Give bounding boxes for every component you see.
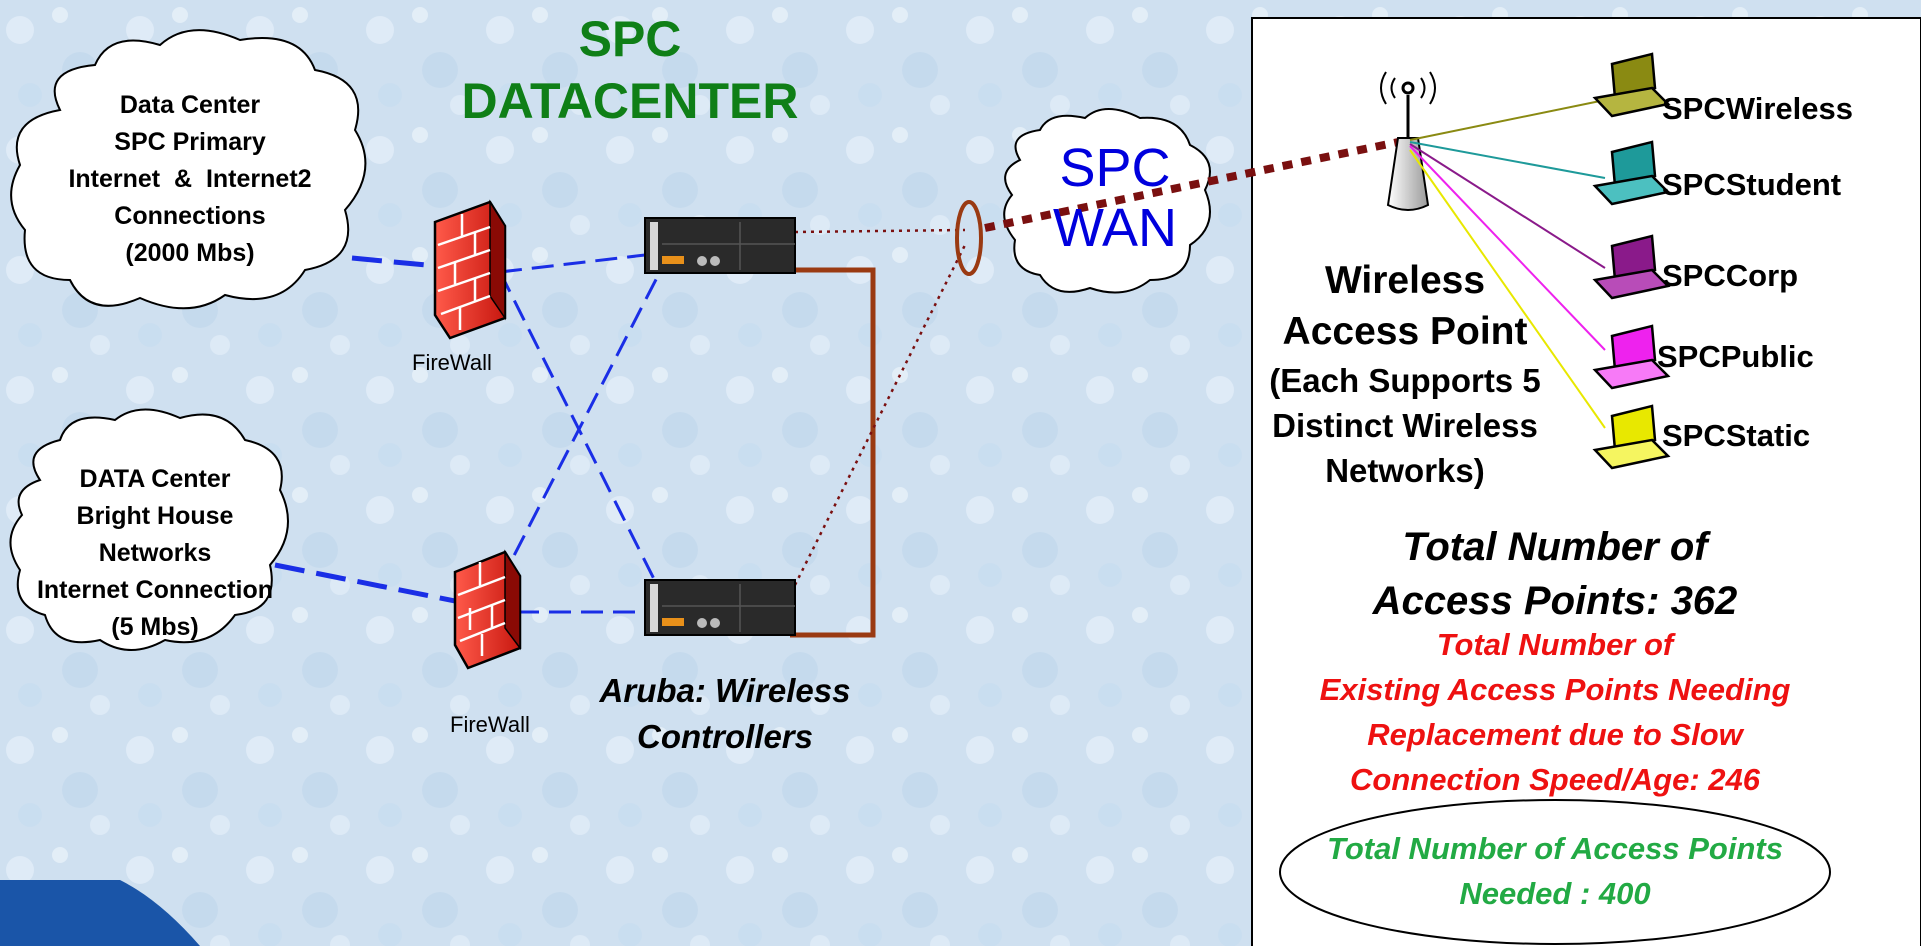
ap-links: [1409, 99, 1606, 429]
access-point-subtitle-line: (Each Supports 5: [1269, 362, 1541, 399]
laptop-spcstudent-icon: [1592, 140, 1671, 206]
cloud-wan-shape: [1003, 108, 1211, 294]
controller-1-icon: [644, 217, 796, 274]
access-point-subtitle-line: Networks): [1325, 452, 1485, 489]
cloud-primary-line: Connections: [114, 202, 266, 230]
network-label-spcstudent: SPCStudent: [1662, 167, 1842, 202]
cloud-primary-line: Data Center: [119, 91, 261, 119]
corner-decoration: [0, 880, 200, 946]
network-label-spcwireless: SPCWireless: [1662, 91, 1853, 126]
link-fw1-ctrl2: [498, 271, 664, 596]
link-brighthouse-firewall: [274, 562, 486, 610]
existing-line: Connection Speed/Age: 246: [1350, 762, 1760, 797]
title-line-1: SPC: [578, 11, 682, 67]
cloud-primary-line: (2000 Mbs): [125, 239, 255, 267]
cloud-primary-line: SPC Primary: [114, 128, 266, 156]
wan-line-1: SPC: [1059, 138, 1171, 198]
needed-line: Total Number of Access Points: [1327, 831, 1783, 866]
existing-line: Existing Access Points Needing: [1319, 672, 1791, 707]
controller-trunk: [790, 267, 876, 638]
access-point-icon: [1380, 71, 1436, 211]
access-point-title-line: Wireless: [1324, 259, 1486, 302]
access-point-title: Wireless Access Point: [1255, 255, 1555, 357]
firewall-primary-icon: [433, 199, 507, 340]
cloud-primary: Data Center SPC Primary Internet & Inter…: [40, 87, 340, 272]
link-wan-ap: [984, 136, 1409, 232]
link-fw1-ctrl1: [499, 253, 646, 274]
cloud-brighthouse-line: Internet Connection: [36, 576, 274, 604]
existing-line: Replacement due to Slow: [1367, 717, 1743, 752]
firewall-brighthouse-icon: [453, 549, 522, 670]
total-access-points: Total Number of Access Points: 362: [1305, 520, 1805, 628]
cloud-brighthouse: DATA Center Bright House Networks Intern…: [10, 461, 300, 646]
access-point-subtitle-line: Distinct Wireless: [1272, 407, 1538, 444]
controllers-label-line-2: Controllers: [636, 718, 814, 755]
total-access-points-line: Total Number of: [1402, 525, 1708, 569]
access-point-panel: [1251, 17, 1921, 946]
title-line-2: DATACENTER: [461, 73, 799, 129]
access-point-subtitle: (Each Supports 5 Distinct Wireless Netwo…: [1255, 358, 1555, 493]
network-label-spcpublic: SPCPublic: [1657, 339, 1814, 374]
controller-2-icon: [644, 579, 796, 636]
cloud-primary-shape: [10, 29, 367, 310]
laptop-spcwireless-icon: [1592, 52, 1671, 118]
access-point-title-line: Access Point: [1282, 310, 1528, 353]
firewall-primary-label: FireWall: [412, 350, 492, 375]
needed-ellipse: [1279, 799, 1831, 945]
laptop-spccorp-icon: [1592, 234, 1671, 300]
controllers-label: Aruba: Wireless Controllers: [590, 668, 860, 760]
firewall-brighthouse-label: FireWall: [450, 712, 530, 737]
laptop-spcstatic-icon: [1592, 404, 1671, 470]
page-title: SPC DATACENTER: [440, 8, 820, 132]
link-fw2-ctrl1: [483, 261, 667, 613]
network-label-spcstatic: SPCStatic: [1662, 418, 1811, 453]
network-label-spccorp: SPCCorp: [1662, 258, 1799, 293]
links-blue: [274, 253, 667, 614]
cloud-brighthouse-shape: [9, 408, 289, 651]
existing-line: Total Number of: [1436, 627, 1674, 662]
existing-replacement-count: Total Number of Existing Access Points N…: [1275, 622, 1835, 802]
cloud-brighthouse-line: (5 Mbs): [111, 613, 199, 641]
wan-ring: [955, 200, 983, 276]
cloud-brighthouse-line: Bright House: [76, 502, 234, 530]
total-access-points-line: Access Points: 362: [1372, 579, 1738, 623]
wan-line-2: WAN: [1053, 198, 1177, 258]
cloud-brighthouse-line: DATA Center: [79, 465, 231, 493]
cloud-wan: SPC WAN: [1035, 138, 1195, 258]
controllers-label-line-1: Aruba: Wireless: [599, 672, 851, 709]
needed-line: Needed : 400: [1459, 876, 1651, 911]
needed-access-points: Total Number of Access Points Needed : 4…: [1310, 826, 1800, 916]
cloud-brighthouse-line: Networks: [98, 539, 212, 567]
laptop-spcpublic-icon: [1592, 324, 1671, 390]
cloud-primary-line: Internet & Internet2: [68, 165, 312, 193]
link-primary-firewall: [351, 255, 501, 275]
